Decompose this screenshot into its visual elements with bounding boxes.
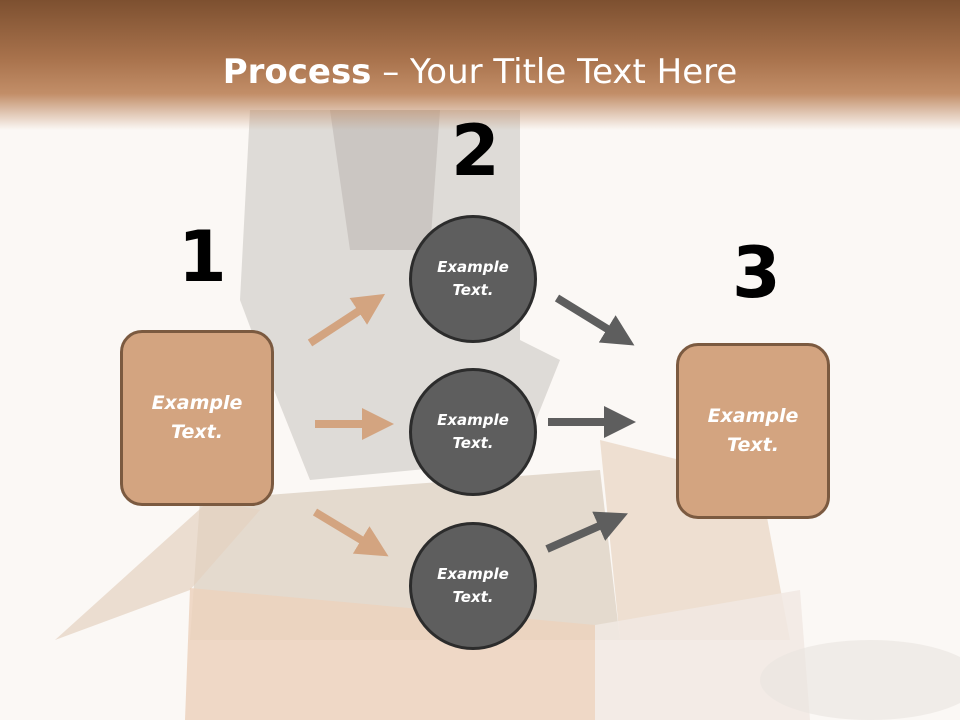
circle-top-line2: Text. (452, 281, 494, 299)
circle-middle-text: Example Text. (437, 409, 509, 455)
step-number-2: 2 (451, 110, 500, 192)
circle-top-line1: Example (437, 258, 509, 276)
right-box-line2: Text. (727, 434, 779, 456)
circle-top[interactable]: Example Text. (409, 215, 537, 343)
circle-middle[interactable]: Example Text. (409, 368, 537, 496)
title-bold: Process (222, 52, 372, 92)
left-box-text: Example Text. (152, 389, 243, 447)
right-process-box[interactable]: Example Text. (676, 343, 830, 519)
circle-top-text: Example Text. (437, 256, 509, 302)
right-box-text: Example Text. (708, 402, 799, 460)
left-process-box[interactable]: Example Text. (120, 330, 274, 506)
circle-bottom-text: Example Text. (437, 563, 509, 609)
circle-bottom-line2: Text. (452, 588, 494, 606)
circle-middle-line2: Text. (452, 434, 494, 452)
arrow-left-to-top (307, 293, 386, 347)
right-box-line1: Example (707, 405, 799, 427)
arrow-bottom-to-right (545, 511, 628, 553)
circle-bottom-line1: Example (437, 565, 509, 583)
step-number-3: 3 (732, 232, 781, 314)
step-number-1: 1 (178, 216, 227, 298)
left-box-line1: Example (151, 392, 243, 414)
title-bar (0, 0, 960, 130)
circle-middle-line1: Example (437, 411, 509, 429)
title-rest: – Your Title Text Here (371, 52, 738, 92)
circle-bottom[interactable]: Example Text. (409, 522, 537, 650)
arrow-left-to-bottom (312, 508, 389, 557)
arrow-top-to-right (554, 294, 635, 346)
left-box-line2: Text. (171, 421, 223, 443)
slide-title: Process – Your Title Text Here (0, 52, 960, 92)
